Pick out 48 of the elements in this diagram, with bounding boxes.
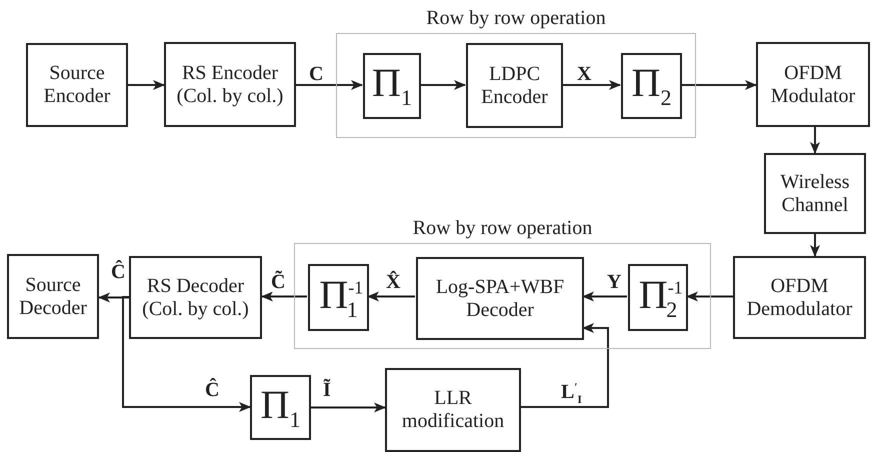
permutation-box <box>621 53 682 119</box>
permutation-box <box>308 264 369 331</box>
box-label: RS Encoder <box>182 62 278 84</box>
permutation-box <box>628 264 688 331</box>
box-label: LLR modification <box>400 387 506 433</box>
arrow <box>562 80 621 90</box>
arrow <box>98 292 129 302</box>
process-box <box>129 256 262 339</box>
arrow <box>420 80 466 90</box>
arrow <box>582 292 627 302</box>
box-label: Source Decoder <box>18 274 88 320</box>
box-label: Π$_{2}$ <box>632 63 672 109</box>
arrow <box>686 292 733 302</box>
box-label: Source Encoder <box>42 62 112 108</box>
arrow <box>810 127 820 154</box>
edge-label: C̃ <box>270 272 286 292</box>
box-label: OFDM Modulator <box>770 62 856 108</box>
permutation-box <box>250 375 311 440</box>
process-box <box>733 256 866 339</box>
arrow <box>521 323 609 408</box>
box-label: Log-SPA+WBF Decoder <box>434 276 566 322</box>
box-label: RS Decoder <box>146 274 244 298</box>
box-label: OFDM Demodulator <box>746 274 854 320</box>
arrow <box>122 296 251 412</box>
process-box <box>466 43 563 128</box>
box-label: Π$_{1}$ <box>372 63 412 109</box>
arrow <box>681 80 757 90</box>
box-label: Π$_{1}$ <box>260 384 300 430</box>
box-label: (Col. by col.) <box>142 298 249 320</box>
arrow <box>810 234 820 257</box>
arrow <box>296 80 363 90</box>
arrow <box>128 80 165 90</box>
group-title: Row by row operation <box>412 217 594 240</box>
arrow <box>261 292 307 302</box>
process-box <box>385 368 521 452</box>
box-label: LDPC Encoder <box>480 62 549 108</box>
box-label: (Col. by col.) <box>176 84 284 108</box>
arrow <box>367 292 415 302</box>
process-box <box>7 254 99 339</box>
process-box <box>26 43 128 127</box>
box-label: Wireless Channel <box>779 170 851 216</box>
process-box <box>764 153 866 234</box>
process-box <box>416 257 584 340</box>
permutation-box <box>363 53 421 119</box>
arrow <box>311 402 386 412</box>
process-box <box>756 42 870 127</box>
process-box <box>164 42 296 127</box>
group-title: Row by row operation <box>425 7 607 30</box>
